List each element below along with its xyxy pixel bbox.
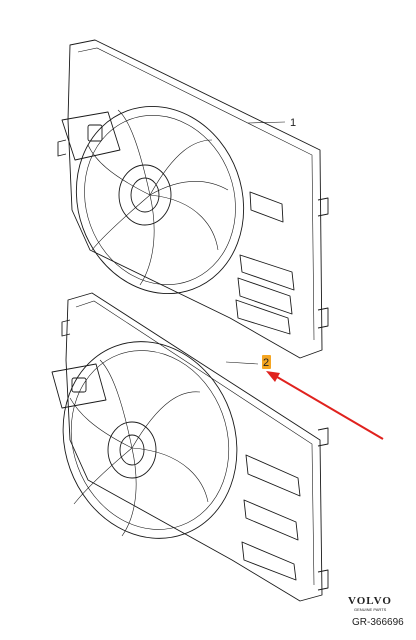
fan-shroud-assembly-part-1 xyxy=(57,39,329,359)
leader-line-1 xyxy=(247,121,286,124)
pointer-arrow xyxy=(266,371,384,440)
brand-logo-subtext: GENUINE PARTS xyxy=(354,607,387,612)
fan-shroud-assembly-part-2 xyxy=(51,292,329,602)
volvo-logo: VOLVO GENUINE PARTS xyxy=(348,595,392,612)
brand-logo-text: VOLVO xyxy=(348,595,392,607)
figure-id: GR-366696 xyxy=(352,617,404,628)
callout-1-label: 1 xyxy=(290,117,296,129)
callout-2-highlight xyxy=(262,355,271,369)
callout-2-label: 2 xyxy=(263,357,269,369)
leader-line-2 xyxy=(225,361,259,365)
